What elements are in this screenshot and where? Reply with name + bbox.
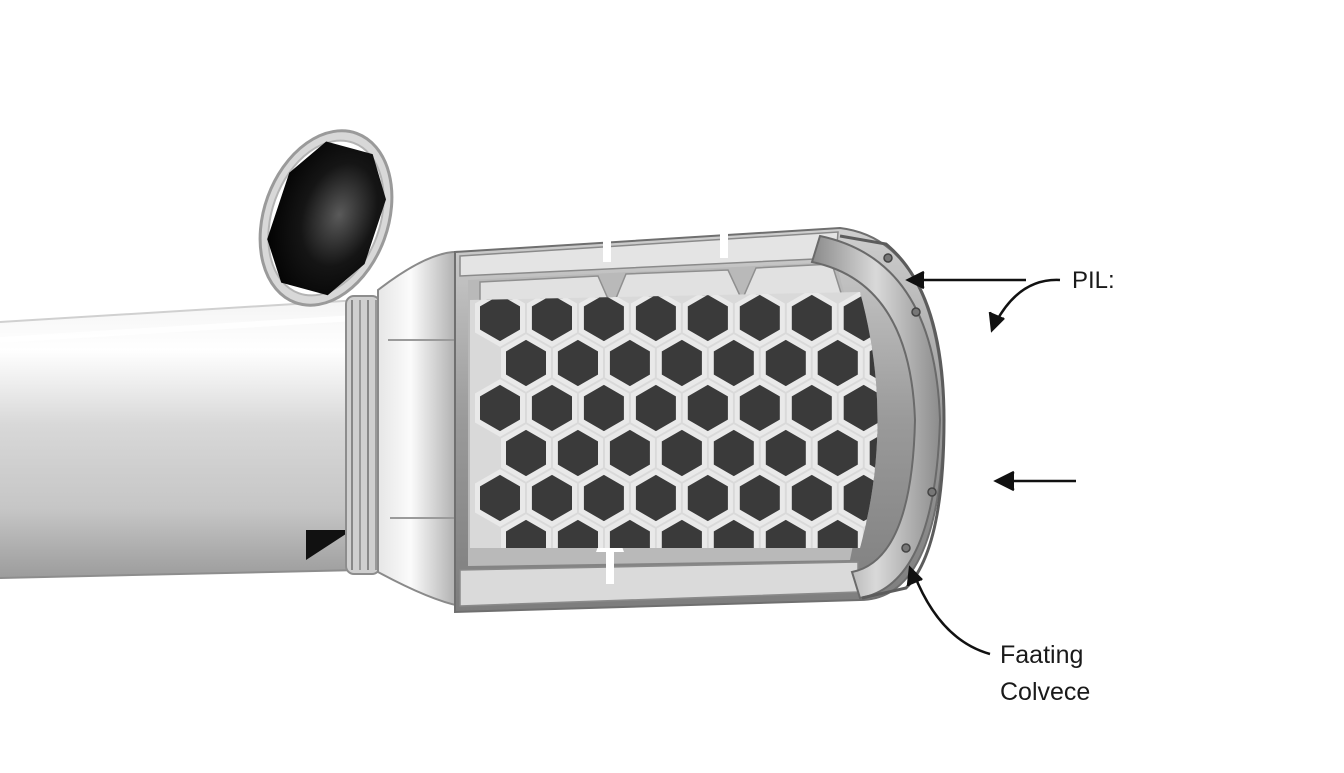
honeycomb-cell xyxy=(734,379,785,437)
bolt-icon xyxy=(927,487,937,497)
honeycomb-cell xyxy=(919,607,964,659)
honeycomb-cell xyxy=(475,469,525,527)
honeycomb-cell xyxy=(760,424,811,482)
honeycomb-cell xyxy=(552,514,603,548)
honeycomb-cell xyxy=(734,292,785,347)
honeycomb-cell xyxy=(578,469,629,527)
honeycomb-cell xyxy=(656,424,707,482)
honeycomb-cell xyxy=(552,424,603,482)
honeycomb-cell xyxy=(815,607,860,659)
honeycomb-cell xyxy=(526,469,577,527)
honeycomb-cell xyxy=(578,292,629,347)
bolt-icon xyxy=(911,307,921,317)
bolt-icon xyxy=(901,543,911,553)
honeycomb-cell xyxy=(734,469,785,527)
outlet-end-cap xyxy=(810,234,946,600)
inlet-collar xyxy=(377,250,461,608)
honeycomb-cell xyxy=(760,514,811,548)
honeycomb-cell xyxy=(504,607,549,659)
pipe-notch xyxy=(306,530,352,560)
honeycomb-cell xyxy=(659,607,704,659)
honeycomb-cell xyxy=(501,334,551,392)
honeycomb-cell xyxy=(501,424,551,482)
honeycomb-cell xyxy=(786,469,837,527)
honeycomb-cell xyxy=(763,607,808,659)
honeycomb-cell xyxy=(656,334,707,392)
honeycomb-cell xyxy=(604,334,655,392)
honeycomb-cell xyxy=(630,292,681,347)
callout-label-top: PIL: xyxy=(1072,267,1115,294)
honeycomb-cell xyxy=(475,379,525,437)
bolt-icon xyxy=(883,253,893,263)
honeycomb-cell xyxy=(711,607,756,659)
inlet-pipe xyxy=(0,299,361,579)
honeycomb-cell xyxy=(760,334,811,392)
honeycomb-cell xyxy=(864,424,878,482)
honeycomb-cell xyxy=(526,292,577,347)
honeycomb-cell xyxy=(656,514,707,548)
honeycomb-cell xyxy=(838,379,878,437)
callout-label-bottom-line1: Faating xyxy=(1000,641,1084,669)
honeycomb-cell xyxy=(786,292,837,347)
honeycomb-cell xyxy=(812,424,863,482)
honeycomb-cell xyxy=(682,379,733,437)
honeycomb-cell xyxy=(708,334,759,392)
honeycomb-cell xyxy=(630,379,681,437)
honeycomb-cell xyxy=(708,424,759,482)
honeycomb-cell xyxy=(867,607,912,659)
honeycomb-cell xyxy=(812,334,863,392)
threaded-joint xyxy=(345,295,381,575)
honeycomb-cell xyxy=(604,424,655,482)
honeycomb-cell xyxy=(812,514,863,548)
arrow-icon xyxy=(906,565,991,656)
arrow-icon xyxy=(988,278,1061,333)
honeycomb-cell xyxy=(501,514,551,548)
honeycomb-cell xyxy=(604,514,655,548)
honeycomb-cell xyxy=(526,379,577,437)
honeycomb-cell xyxy=(682,469,733,527)
arrow-icon xyxy=(905,270,1026,290)
inlet-opening xyxy=(258,129,394,307)
honeycomb-cell xyxy=(607,607,652,659)
callout-label-bottom-line2: Colvece xyxy=(1000,678,1091,706)
honeycomb-cell xyxy=(578,379,629,437)
honeycomb-cell xyxy=(682,292,733,347)
honeycomb-cell xyxy=(786,379,837,437)
honeycomb-cell xyxy=(708,514,759,548)
arrow-icon xyxy=(993,470,1076,492)
honeycomb-cell xyxy=(555,607,600,659)
honeycomb-cell xyxy=(630,469,681,527)
honeycomb-cell xyxy=(552,334,603,392)
honeycomb-cell xyxy=(864,334,878,392)
honeycomb-cell xyxy=(475,292,525,347)
